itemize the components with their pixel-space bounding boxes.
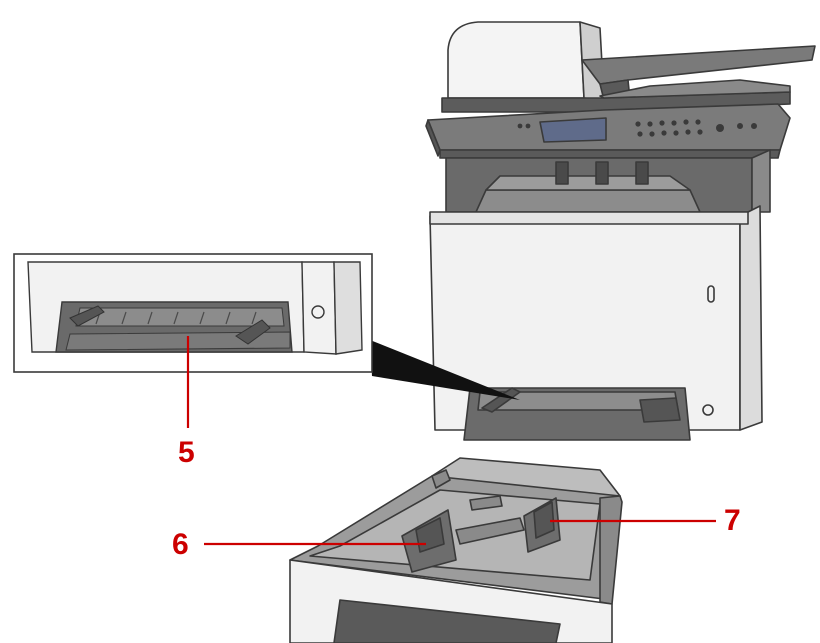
touch-screen [539,117,607,143]
document-feeder [447,21,585,99]
zoom-connector [370,340,520,400]
printer-body [425,21,816,441]
cassette-handle [333,599,561,643]
callout-leaders [186,336,716,546]
callout-7: 7 [724,504,741,537]
paper-cassette [289,457,623,643]
document-tray [581,45,816,85]
indicator [702,404,714,416]
callout-6: 6 [172,528,189,561]
front-door-handle [707,285,715,303]
inset-view [13,253,520,400]
keypad [517,119,757,137]
callout-5: 5 [178,436,195,469]
